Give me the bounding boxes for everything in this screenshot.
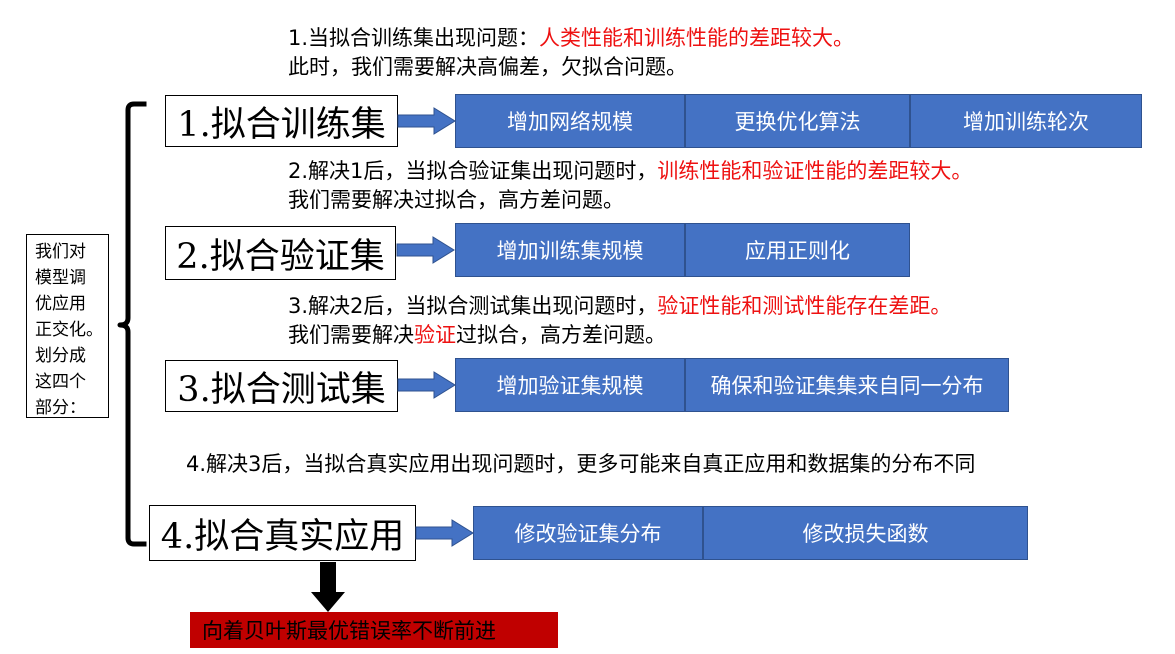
note-3: 3.解决2后，当拟合测试集出现问题时，验证性能和测试性能存在差距。 我们需要解决… <box>288 292 951 350</box>
stage-1-box: 1.拟合训练集 <box>165 95 398 147</box>
sidebar-line: 我们对 <box>35 242 86 262</box>
note-2-line2: 我们需要解决过拟合，高方差问题。 <box>288 188 624 212</box>
stage-1-arrow <box>397 107 456 135</box>
stage-4-actions: 修改验证集分布 修改损失函数 <box>473 506 1028 560</box>
stage-1-actions: 增加网络规模 更换优化算法 增加训练轮次 <box>455 94 1142 148</box>
down-arrow <box>311 562 345 612</box>
action-same-distribution: 确保和验证集集来自同一分布 <box>685 358 1009 412</box>
note-2-highlight: 训练性能和验证性能的差距较大。 <box>657 159 973 183</box>
sidebar-line: 模型调 <box>35 268 86 288</box>
note-2-text: 2.解决1后，当拟合验证集出现问题时， <box>288 159 658 183</box>
note-1-text: 1.当拟合训练集出现问题： <box>288 26 540 50</box>
final-goal-banner: 向着贝叶斯最优错误率不断前进 <box>190 612 558 648</box>
note-3-text: 3.解决2后，当拟合测试集出现问题时， <box>288 294 658 318</box>
stage-2-arrow <box>396 236 455 264</box>
sidebar-line: 优应用 <box>35 294 86 314</box>
stage-4-arrow <box>415 519 474 547</box>
stage-4-box: 4.拟合真实应用 <box>149 505 416 561</box>
note-1-line2: 此时，我们需要解决高偏差，欠拟合问题。 <box>288 55 687 79</box>
action-increase-train-set: 增加训练集规模 <box>455 223 685 277</box>
action-change-optimizer: 更换优化算法 <box>685 94 910 148</box>
stage-3-arrow <box>397 371 456 399</box>
action-change-loss-function: 修改损失函数 <box>703 506 1028 560</box>
sidebar-line: 部分： <box>35 398 86 418</box>
stage-3-actions: 增加验证集规模 确保和验证集集来自同一分布 <box>455 358 1009 412</box>
sidebar-line: 划分成 <box>35 346 86 366</box>
action-change-dev-distribution: 修改验证集分布 <box>473 506 703 560</box>
action-increase-epochs: 增加训练轮次 <box>910 94 1142 148</box>
note-3-line2-b: 过拟合，高方差问题。 <box>456 323 666 347</box>
stage-2-actions: 增加训练集规模 应用正则化 <box>455 223 910 277</box>
action-apply-regularization: 应用正则化 <box>685 223 910 277</box>
note-3-line2-highlight: 验证 <box>414 323 456 347</box>
note-2: 2.解决1后，当拟合验证集出现问题时，训练性能和验证性能的差距较大。 我们需要解… <box>288 157 972 215</box>
action-increase-network-size: 增加网络规模 <box>455 94 685 148</box>
sidebar-note: 我们对 模型调 优应用 正交化。 划分成 这四个 部分： <box>26 234 109 418</box>
sidebar-line: 这四个 <box>35 372 86 392</box>
stage-3-box: 3.拟合测试集 <box>165 360 398 412</box>
action-increase-dev-set: 增加验证集规模 <box>455 358 685 412</box>
note-3-line2-a: 我们需要解决 <box>288 323 414 347</box>
note-4: 4.解决3后，当拟合真实应用出现问题时，更多可能来自真正应用和数据集的分布不同 <box>186 452 976 476</box>
note-3-highlight: 验证性能和测试性能存在差距。 <box>657 294 952 318</box>
note-1: 1.当拟合训练集出现问题：人类性能和训练性能的差距较大。 此时，我们需要解决高偏… <box>288 24 854 82</box>
left-bracket <box>117 101 147 547</box>
stage-2-box: 2.拟合验证集 <box>165 226 396 280</box>
sidebar-line: 正交化。 <box>35 320 103 340</box>
note-1-highlight: 人类性能和训练性能的差距较大。 <box>539 26 855 50</box>
